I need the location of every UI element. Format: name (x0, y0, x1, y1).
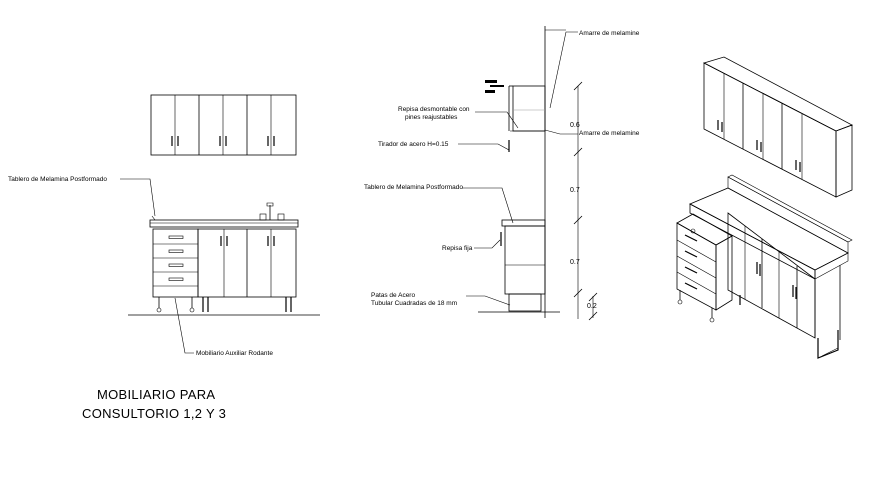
rolling-drawer-unit (152, 228, 199, 313)
upper-cabinet-front (150, 94, 297, 156)
iso-drawer-unit (676, 213, 733, 323)
dim-0-2: 0.2 (587, 303, 597, 310)
label-tablero-front: Tablero de Melamina Postformado (8, 176, 107, 183)
label-repisa-desmontable-2: pines reajustables (405, 114, 458, 121)
label-patas-1: Patas de Acero (371, 292, 415, 299)
section-dimension-line (573, 81, 598, 321)
dim-0-6: 0.6 (570, 122, 580, 129)
leader-repisa-fija (474, 239, 501, 249)
label-repisa-desmontable-1: Repisa desmontable con (398, 106, 470, 113)
base-countertop (149, 202, 299, 228)
leader-amarre-mid (544, 129, 578, 135)
base-cabinet-legs (202, 297, 292, 312)
dim-0-7-upper: 0.7 (570, 187, 580, 194)
section-base-cabinet (500, 219, 546, 312)
iso-base-cabinet (727, 212, 841, 359)
leader-amarre-top (549, 31, 578, 109)
iso-upper-cabinet (702, 56, 853, 198)
label-amarre-mid: Amarre de melamine (579, 130, 640, 137)
iso-backsplash (727, 174, 853, 254)
label-tablero-section: Tablero de Melamina Postformado (364, 184, 463, 191)
leader-tablero-front (120, 178, 156, 217)
label-repisa-fija: Repisa fija (442, 245, 473, 252)
section-view: 0.6 0.7 0.7 0.2 Amarre de melamine Repis… (364, 26, 640, 321)
title-line-2: CONSULTORIO 1,2 Y 3 (82, 406, 226, 421)
front-elevation: Tablero de Melamina Postformado Mobiliar… (8, 94, 320, 357)
dim-0-7-lower: 0.7 (570, 259, 580, 266)
leader-patas (466, 295, 511, 306)
base-cabinet-front (197, 228, 297, 298)
title-line-1: MOBILIARIO PARA (97, 387, 215, 402)
leader-repisa-desmontable (475, 111, 519, 129)
leader-tirador (458, 143, 510, 151)
section-upper-cabinet (485, 80, 546, 152)
leader-mobiliario (174, 297, 194, 354)
drawing-title: MOBILIARIO PARA CONSULTORIO 1,2 Y 3 (82, 387, 226, 421)
label-mobiliario-auxiliar: Mobiliario Auxiliar Rodante (196, 350, 273, 357)
label-amarre-top: Amarre de melamine (579, 30, 640, 37)
iso-countertop (689, 187, 849, 280)
label-patas-2: Tubular Cuadradas de 18 mm (371, 300, 457, 307)
isometric-view (676, 56, 853, 359)
label-tirador: Tirador de acero H=0.15 (378, 141, 449, 148)
leader-tablero-section (462, 187, 514, 224)
